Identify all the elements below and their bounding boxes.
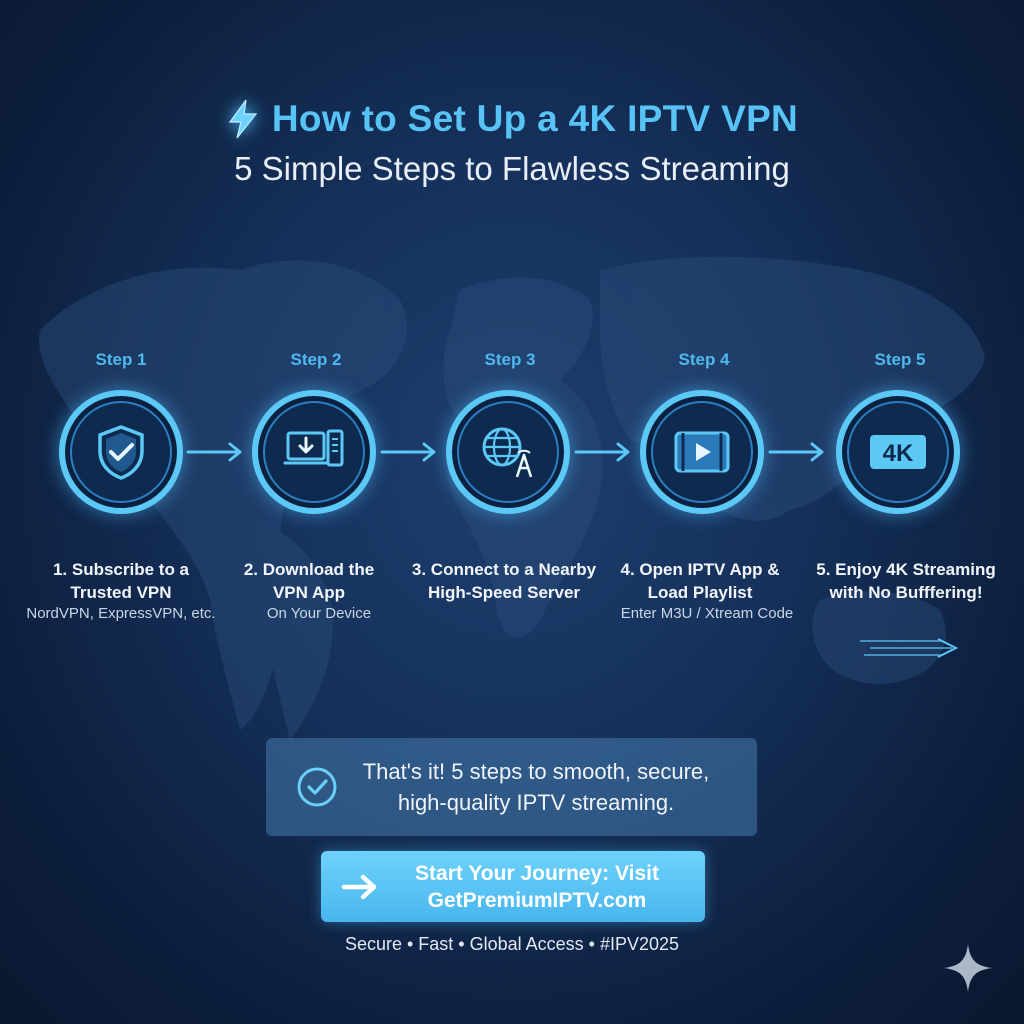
sparkle-icon [944,944,992,992]
step-5-circle: 4K [836,390,960,514]
step-1-subtitle: NordVPN, ExpressVPN, etc. [26,605,216,622]
step-5-label: Step 5 [874,350,926,369]
step-2-label: Step 2 [290,350,342,369]
arrow-right-icon [341,874,377,899]
step-3-circle [446,390,570,514]
4k-badge-icon: 4K [870,435,926,469]
step-3-label: Step 3 [484,350,536,369]
speed-lines-icon [860,638,959,658]
step-4-title: 4. Open IPTV App &Load Playlist [620,560,780,602]
step-2-subtitle: On Your Device [266,605,372,622]
check-circle-icon [297,767,337,807]
footer-tagline: Secure • Fast • Global Access • #IPV2025 [344,934,680,954]
page-title: How to Set Up a 4K IPTV VPN [271,98,799,139]
step-4-label: Step 4 [678,350,730,369]
video-player-icon [674,431,730,473]
4k-badge-text: 4K [883,440,914,467]
step-1-circle [59,390,183,514]
summary-text: That's it! 5 steps to smooth, secure,hig… [362,759,710,815]
step-4-subtitle: Enter M3U / Xtream Code [620,605,794,622]
step-1-label: Step 1 [95,350,147,369]
step-2-circle [252,390,376,514]
shield-check-icon [98,425,144,480]
arrow-right-icon [574,442,630,462]
devices-download-icon [283,429,344,467]
lightning-bolt-icon [228,99,258,139]
step-4-circle [640,390,764,514]
arrow-right-icon [380,442,436,462]
page-subtitle: 5 Simple Steps to Flawless Streaming [234,150,790,187]
summary-box: That's it! 5 steps to smooth, secure,hig… [266,738,757,836]
arrow-right-icon [768,442,824,462]
globe-tower-icon [482,427,533,478]
arrow-right-icon [186,442,242,462]
title-row: How to Set Up a 4K IPTV VPN [0,98,1024,140]
